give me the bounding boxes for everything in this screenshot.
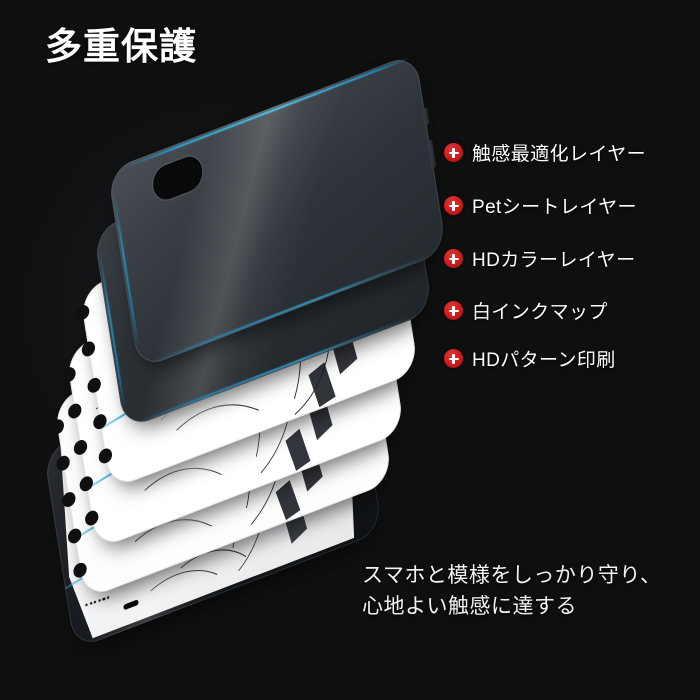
layer-label-text: 白インクマップ [472, 302, 608, 323]
layer-label-white-ink-map: 白インクマップ [444, 297, 608, 324]
layer-label-pet-sheet-layer: Petシートレイヤー [444, 192, 637, 219]
layer-label-hd-pattern-print: HDパターン印刷 [444, 345, 616, 372]
plus-icon [444, 143, 463, 162]
plus-icon [444, 349, 463, 368]
description-line-2: 心地よい触感に達する [362, 595, 577, 619]
description-line-1: スマホと模様をしっかり守り、 [362, 564, 662, 587]
layer-label-text: HDパターン印刷 [472, 350, 616, 371]
layer-label-text: Petシートレイヤー [472, 197, 637, 218]
plus-icon [444, 301, 463, 320]
plus-icon [444, 249, 463, 268]
plus-icon [444, 196, 463, 215]
description-block: スマホと模様をしっかり守り、 心地よい触感に達する [362, 560, 662, 622]
layer-label-tactile-optimization-layer: 触感最適化レイヤー [444, 139, 646, 166]
layer-label-text: 触感最適化レイヤー [472, 144, 647, 165]
page-title: 多重保護 [45, 26, 197, 67]
layer-label-hd-color-layer: HDカラーレイヤー [444, 245, 635, 272]
layer-label-text: HDカラーレイヤー [472, 250, 636, 271]
